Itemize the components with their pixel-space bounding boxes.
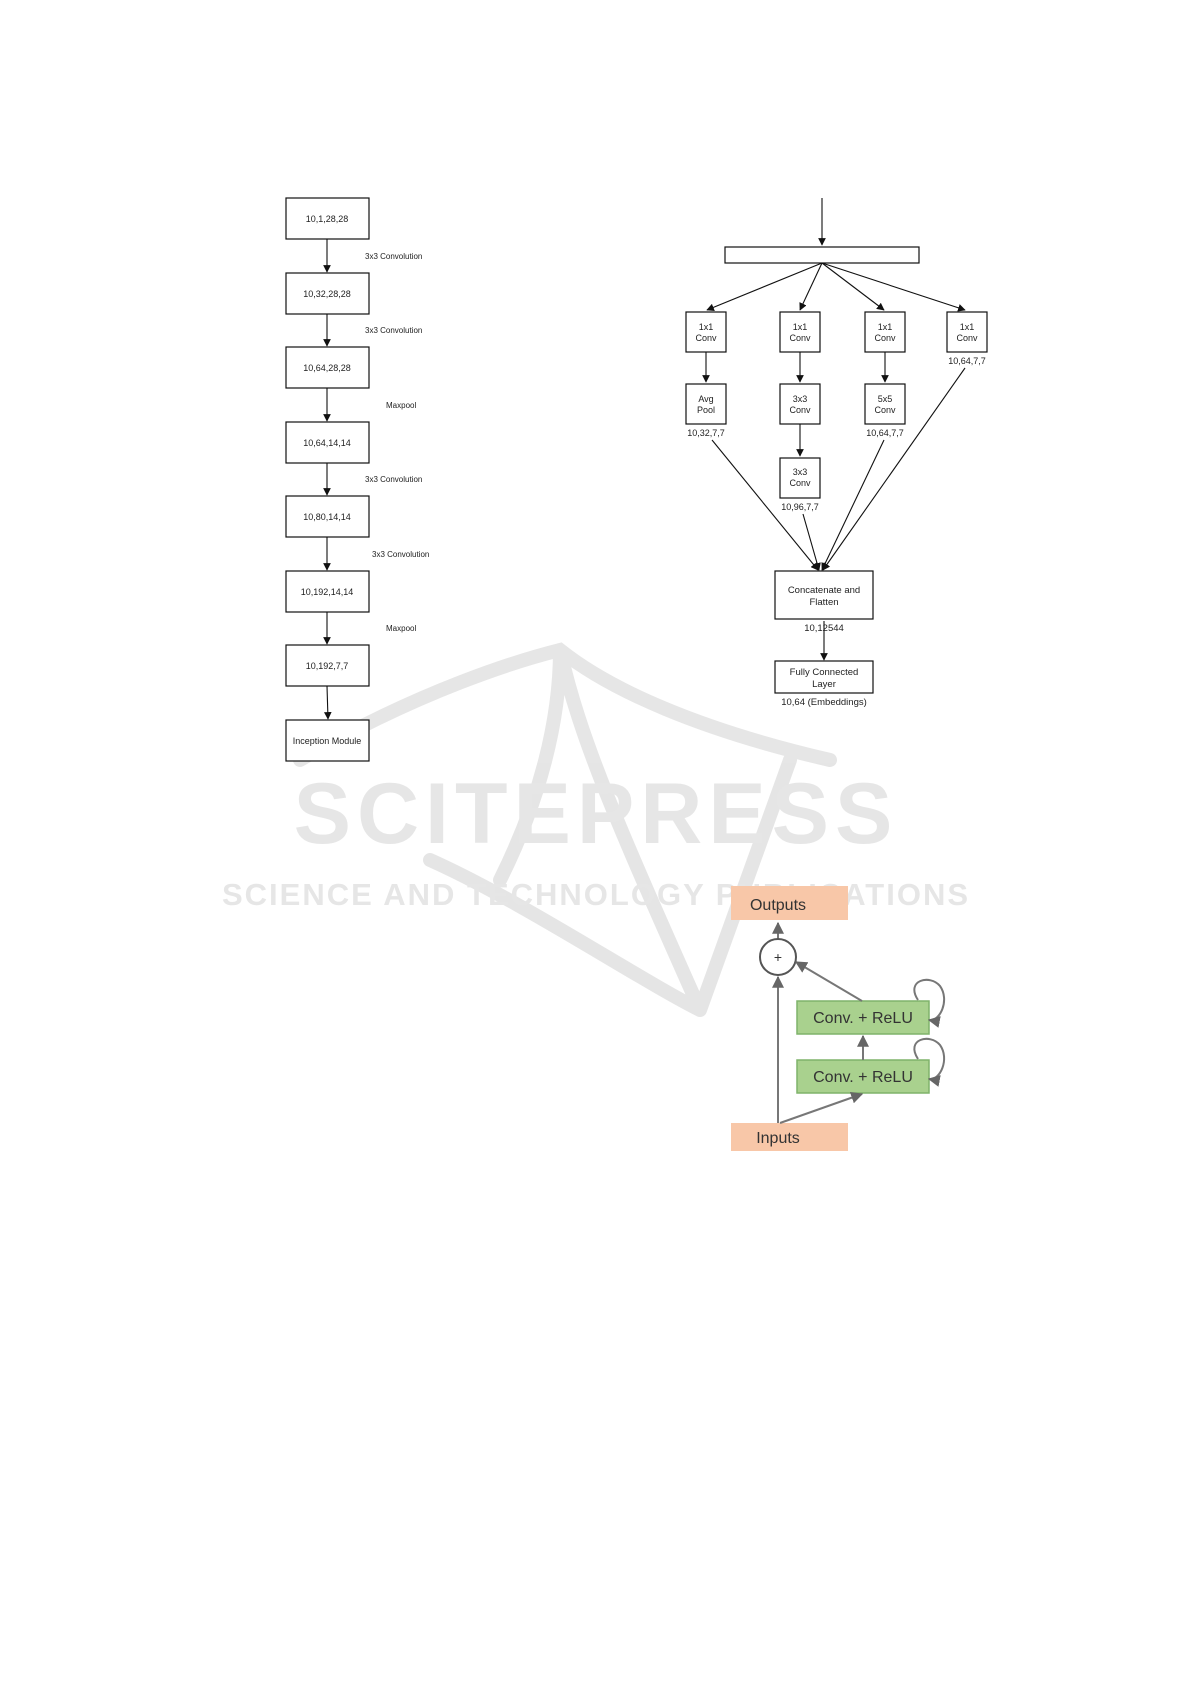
branch2-3x3-conv-a-l1: 3x3 <box>793 394 808 404</box>
inception-input-bar <box>724 246 920 264</box>
fan-arrow-1 <box>706 262 823 311</box>
branch1-avg-pool <box>685 383 727 425</box>
branch3-shape-label: 10,64,7,7 <box>866 428 904 438</box>
left-box-2-label: 10,32,28,28 <box>303 289 351 299</box>
branch3-1x1-conv-l2: Conv <box>874 333 896 343</box>
branch1-1x1-conv-l2: Conv <box>695 333 717 343</box>
conv-to-sum-arrow <box>794 961 863 1002</box>
branch4-1x1-conv-l1: 1x1 <box>960 322 975 332</box>
left-op-6: Maxpool <box>386 624 416 633</box>
inputs-box <box>731 1123 848 1151</box>
watermark: SCITEPRESS SCIENCE AND TECHNOLOGY PUBLIC… <box>222 642 970 1017</box>
branch2-3x3-conv-a-l2: Conv <box>789 405 811 415</box>
sum-node-symbol: + <box>774 949 782 965</box>
branch1-avg-pool-l2: Pool <box>697 405 715 415</box>
conv-relu-top-box <box>796 1000 930 1035</box>
left-op-4: 3x3 Convolution <box>365 475 422 484</box>
branch3-5x5-conv-l2: Conv <box>874 405 896 415</box>
branch3-1x1-conv <box>864 311 906 353</box>
left-box-6-label: 10,192,14,14 <box>301 587 354 597</box>
left-box-5 <box>285 495 370 538</box>
left-op-5: 3x3 Convolution <box>372 550 429 559</box>
branch4-shape-label: 10,64,7,7 <box>948 356 986 366</box>
left-box-3-label: 10,64,28,28 <box>303 363 351 373</box>
branch4-1x1-conv-l2: Conv <box>956 333 978 343</box>
inception-diagram: 1x1 Conv Avg Pool 10,32,7,7 1x1 Conv 3x3… <box>685 198 988 708</box>
left-box-5-label: 10,80,14,14 <box>303 512 351 522</box>
fan-arrow-2 <box>799 262 823 311</box>
left-op-2: 3x3 Convolution <box>365 326 422 335</box>
branch2-shape-label: 10,96,7,7 <box>781 502 819 512</box>
recurrent-loop-top-icon <box>913 978 946 1028</box>
concat-flatten-l2: Flatten <box>809 597 838 608</box>
fan-arrow-4 <box>821 262 966 312</box>
conv-relu-bottom-box <box>796 1059 930 1094</box>
branch1-shape-label: 10,32,7,7 <box>687 428 725 438</box>
left-box-8-label: Inception Module <box>293 736 362 746</box>
fc-layer-box <box>774 660 874 694</box>
branch3-5x5-conv <box>864 383 906 425</box>
branch2-3x3-conv-b-l1: 3x3 <box>793 467 808 477</box>
merge-arrow-3 <box>821 439 885 571</box>
left-arrow-7 <box>323 685 332 720</box>
branch3-1x1-conv-l1: 1x1 <box>878 322 893 332</box>
left-op-1: 3x3 Convolution <box>365 252 422 261</box>
watermark-subtitle: SCIENCE AND TECHNOLOGY PUBLICATIONS <box>222 877 970 912</box>
branch3-5x5-conv-l1: 5x5 <box>878 394 893 404</box>
fc-layer-l2: Layer <box>812 679 836 690</box>
left-diagram: 10,1,28,28 10,32,28,28 10,64,28,28 10,64… <box>285 197 429 762</box>
branch2-1x1-conv <box>779 311 821 353</box>
residual-diagram: Outputs + Conv. + ReLU Conv. + ReLU Inpu… <box>731 886 946 1151</box>
branch2-1x1-conv-l2: Conv <box>789 333 811 343</box>
recurrent-loop-bottom-icon <box>913 1037 946 1087</box>
branch1-avg-pool-l1: Avg <box>698 394 713 404</box>
sum-node <box>759 938 797 976</box>
left-box-3 <box>285 346 370 389</box>
fc-layer-l1: Fully Connected <box>790 667 859 678</box>
conv-relu-bottom-label: Conv. + ReLU <box>813 1069 913 1086</box>
left-box-7-label: 10,192,7,7 <box>306 661 349 671</box>
outputs-box <box>731 886 848 920</box>
branch1-1x1-conv <box>685 311 727 353</box>
merge-arrow-2 <box>802 513 821 571</box>
left-op-3: Maxpool <box>386 401 416 410</box>
concat-flatten-l1: Concatenate and <box>788 585 860 596</box>
branch2-3x3-conv-b <box>779 457 821 499</box>
watermark-book-icon <box>293 642 837 1017</box>
branch2-1x1-conv-l1: 1x1 <box>793 322 808 332</box>
branch2-3x3-conv-b-l2: Conv <box>789 478 811 488</box>
left-box-8 <box>285 719 370 762</box>
fan-arrow-3 <box>821 262 885 311</box>
left-box-4-label: 10,64,14,14 <box>303 438 351 448</box>
left-box-2 <box>285 272 370 315</box>
merge-arrow-1 <box>711 439 819 571</box>
inputs-label: Inputs <box>756 1130 800 1147</box>
branch1-1x1-conv-l1: 1x1 <box>699 322 714 332</box>
inputs-to-conv-arrow <box>779 1091 864 1124</box>
watermark-title: SCITEPRESS <box>294 766 899 862</box>
outputs-label: Outputs <box>750 897 806 914</box>
merge-arrow-4 <box>822 367 966 571</box>
left-box-1-label: 10,1,28,28 <box>306 214 349 224</box>
branch2-3x3-conv-a <box>779 383 821 425</box>
conv-relu-top-label: Conv. + ReLU <box>813 1010 913 1027</box>
left-box-1 <box>285 197 370 240</box>
fc-shape-label: 10,64 (Embeddings) <box>781 697 867 708</box>
concat-flatten-box <box>774 570 874 620</box>
branch4-1x1-conv <box>946 311 988 353</box>
